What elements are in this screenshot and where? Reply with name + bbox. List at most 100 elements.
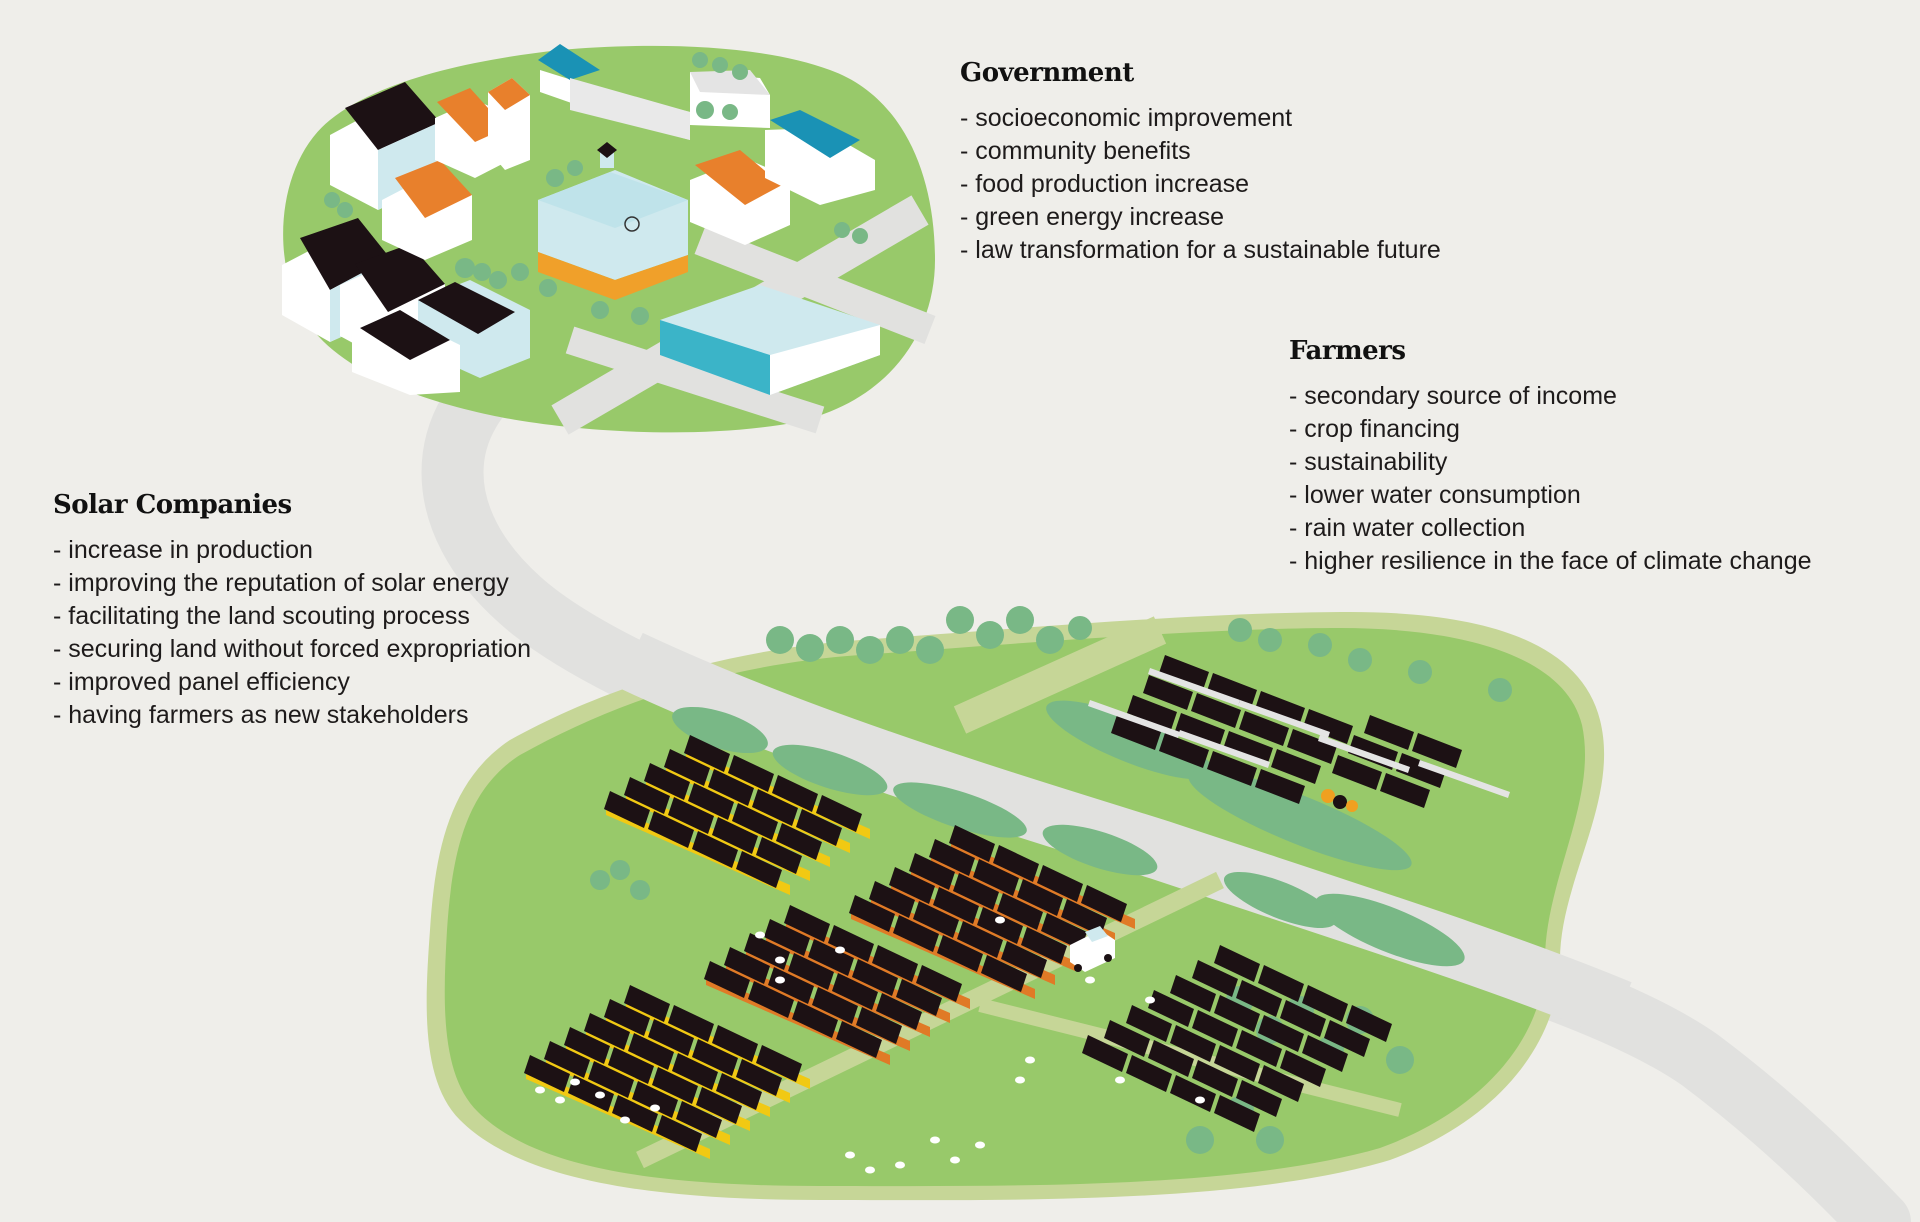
list-item: food production increase <box>960 168 1441 201</box>
list-item: rain water collection <box>1289 512 1812 545</box>
solar-panel <box>1143 675 1193 710</box>
solar-panel <box>632 1081 678 1118</box>
house-blue-roof <box>538 44 690 140</box>
elevated-panel <box>1178 730 1270 768</box>
list-item: green energy increase <box>960 201 1441 234</box>
solar-panel <box>736 851 782 888</box>
solar-panel <box>736 1059 782 1096</box>
list-item: increase in production <box>53 534 531 567</box>
village-road <box>694 226 936 344</box>
harvester <box>1321 789 1358 812</box>
elevated-panel <box>1088 700 1180 738</box>
solar-panel <box>1236 980 1282 1017</box>
solar-panel <box>772 775 818 812</box>
truck <box>1070 926 1115 972</box>
solar-panel <box>1175 713 1225 748</box>
solar-panel <box>756 1045 802 1082</box>
government-block: Government socioeconomic improvement com… <box>960 58 1441 267</box>
solar-panel <box>692 831 738 868</box>
solar-panel <box>1396 753 1446 788</box>
solar-panel <box>937 935 983 972</box>
bell-tower-roof <box>597 142 617 158</box>
elevated-panel <box>1418 760 1510 798</box>
sheep <box>995 916 1005 924</box>
sheep <box>950 1156 960 1164</box>
solar-panel <box>1170 975 1216 1012</box>
solar-panel <box>716 1073 762 1110</box>
solar-panel <box>624 777 670 814</box>
house-blue-roof <box>765 110 875 205</box>
solar-panel <box>1412 733 1462 768</box>
solar-panel <box>957 921 1003 958</box>
solar-panel <box>776 823 822 860</box>
solar-panel <box>652 1067 698 1104</box>
solar-panel <box>872 945 918 982</box>
government-benefits-list: socioeconomic improvement community bene… <box>960 102 1441 267</box>
village <box>282 44 936 435</box>
solar-panel <box>656 1115 702 1152</box>
solar-panel <box>764 919 810 956</box>
solar-panel <box>612 1095 658 1132</box>
solar-panel <box>1258 1015 1304 1052</box>
solar-panel <box>889 867 935 904</box>
solar-panel <box>676 1101 722 1138</box>
solar-panel <box>568 1075 614 1112</box>
solar-panel <box>1255 769 1305 804</box>
sheep <box>835 946 845 954</box>
list-item: community benefits <box>960 135 1441 168</box>
solar-panel <box>1303 709 1353 744</box>
solar-panel <box>692 1039 738 1076</box>
solar-panel <box>608 1047 654 1084</box>
solar-panel <box>1214 1045 1260 1082</box>
solar-panel <box>828 925 874 962</box>
solar-panel <box>896 979 942 1016</box>
solar-panel <box>832 973 878 1010</box>
solar-companies-title: Solar Companies <box>53 490 292 520</box>
solar-panel <box>796 809 842 846</box>
solar-panel <box>724 947 770 984</box>
solar-panel <box>808 939 854 976</box>
solar-panel <box>1332 755 1382 790</box>
solar-panel <box>1214 1095 1260 1132</box>
solar-panel <box>672 1053 718 1090</box>
solar-panel <box>708 769 754 806</box>
solar-panel <box>1061 899 1107 936</box>
solar-panel <box>668 1005 714 1042</box>
solar-panel <box>1207 751 1257 786</box>
elevated-panel <box>1148 668 1240 706</box>
house-orange-roof <box>690 150 790 245</box>
list-item: having farmers as new stakeholders <box>53 699 531 732</box>
list-item: securing land without forced expropriati… <box>53 633 531 666</box>
solar-panel <box>1081 885 1127 922</box>
solar-panel <box>604 791 650 828</box>
solar-panel <box>1159 655 1209 690</box>
sheep <box>1025 1056 1035 1064</box>
solar-panel <box>981 955 1027 992</box>
village-road <box>565 326 825 434</box>
solar-panel <box>876 993 922 1030</box>
solar-panel <box>1223 731 1273 766</box>
farmers-block: Farmers secondary source of income crop … <box>1289 336 1812 578</box>
solar-panel <box>628 1033 674 1070</box>
solar-panel <box>1271 749 1321 784</box>
solar-panel <box>1364 715 1414 750</box>
solar-panel <box>752 789 798 826</box>
solar-panel <box>1255 691 1305 726</box>
solar-panel <box>584 1013 630 1050</box>
house-orange-roof <box>382 160 472 260</box>
solar-panel <box>836 1021 882 1058</box>
solar-panel <box>792 1001 838 1038</box>
sheep <box>975 1141 985 1149</box>
solar-panel <box>1280 1050 1326 1087</box>
solar-panel <box>588 1061 634 1098</box>
house-black-roof <box>330 82 440 210</box>
solar-panel <box>1159 733 1209 768</box>
list-item: secondary source of income <box>1289 380 1812 413</box>
sheep <box>570 1078 580 1086</box>
solar-panel <box>1207 673 1257 708</box>
solar-panel <box>1214 995 1260 1032</box>
solar-panel <box>993 845 1039 882</box>
village-trees <box>324 52 868 325</box>
town-hall <box>538 142 688 300</box>
